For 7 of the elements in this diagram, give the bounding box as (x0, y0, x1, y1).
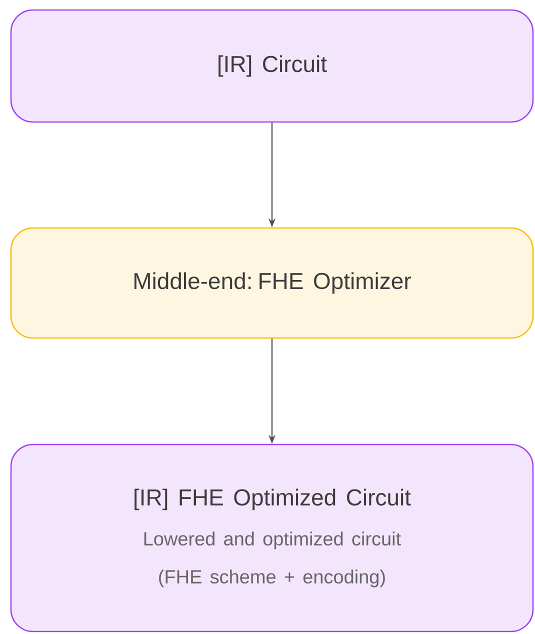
heading: [IR] Circuit (218, 55, 327, 77)
heading: [IR] FHE Optimized Circuit (134, 488, 411, 510)
process-box (10, 444, 534, 632)
process-box (10, 9, 534, 123)
heading: Middle-end: FHE Optimizer (134, 272, 411, 294)
process-box (10, 227, 534, 339)
description: Lowered and optimized circuit (FHE scheme + encoding) (144, 532, 401, 588)
